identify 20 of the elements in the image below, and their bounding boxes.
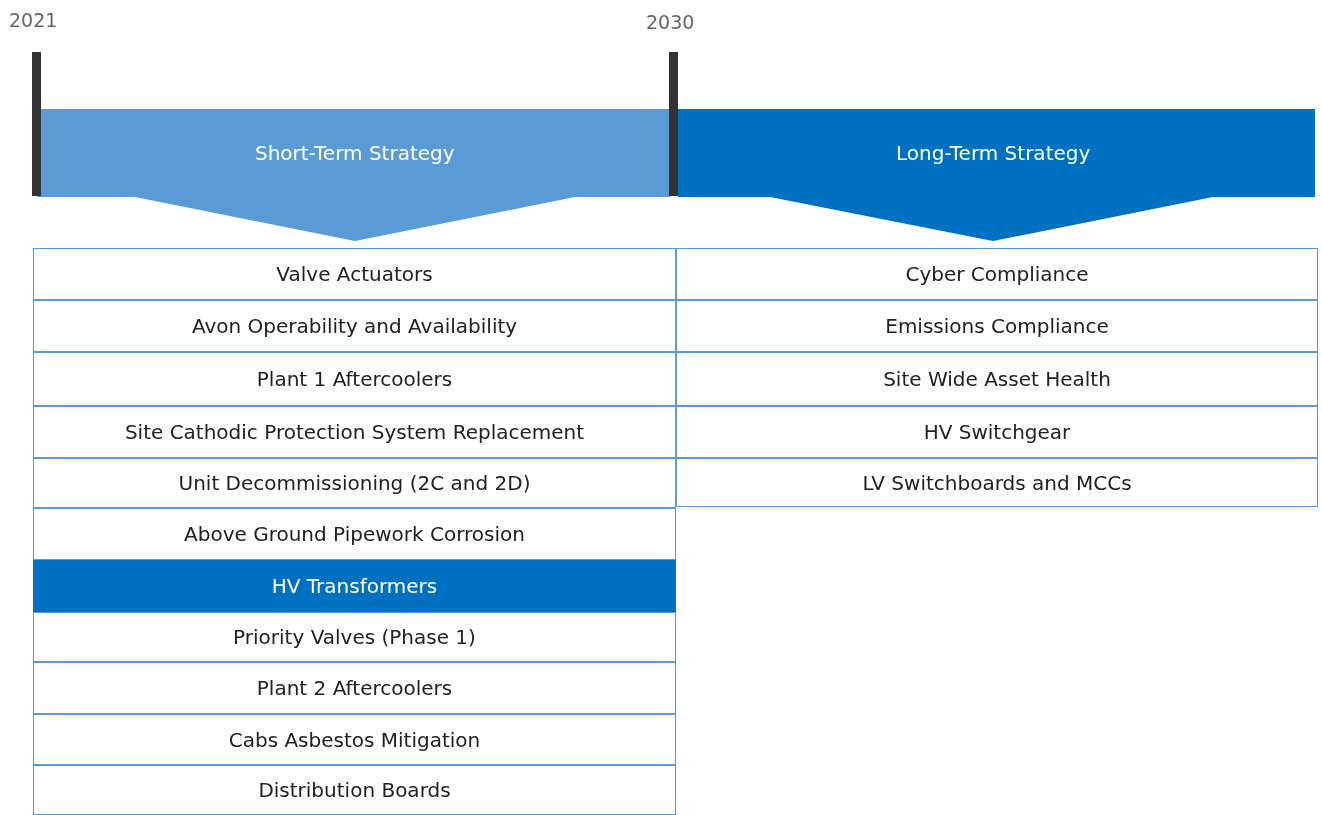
- table-cell: Above Ground Pipework Corrosion: [33, 508, 676, 560]
- table-cell: Site Wide Asset Health: [676, 352, 1318, 406]
- table-cell: Priority Valves (Phase 1): [33, 612, 676, 662]
- table-cell: Plant 1 Aftercoolers: [33, 352, 676, 406]
- table-cell: Emissions Compliance: [676, 300, 1318, 352]
- table-cell: HV Switchgear: [676, 406, 1318, 458]
- table-cell: Distribution Boards: [33, 765, 676, 815]
- table-cell: Site Cathodic Protection System Replacement: [33, 406, 676, 458]
- banner-title: Short-Term Strategy: [255, 141, 455, 165]
- highlighted-table-cell: HV Transformers: [33, 560, 676, 612]
- table-cell: Plant 2 Aftercoolers: [33, 662, 676, 714]
- table-cell: Unit Decommissioning (2C and 2D): [33, 458, 676, 508]
- table-cell: Cabs Asbestos Mitigation: [33, 714, 676, 765]
- table-cell: Cyber Compliance: [676, 248, 1318, 300]
- year-label: 2021: [9, 9, 58, 31]
- table-cell: Valve Actuators: [33, 248, 676, 300]
- table-cell: LV Switchboards and MCCs: [676, 458, 1318, 507]
- banner-title: Long-Term Strategy: [896, 141, 1091, 165]
- table-cell: Avon Operability and Availability: [33, 300, 676, 352]
- year-label: 2030: [646, 11, 695, 33]
